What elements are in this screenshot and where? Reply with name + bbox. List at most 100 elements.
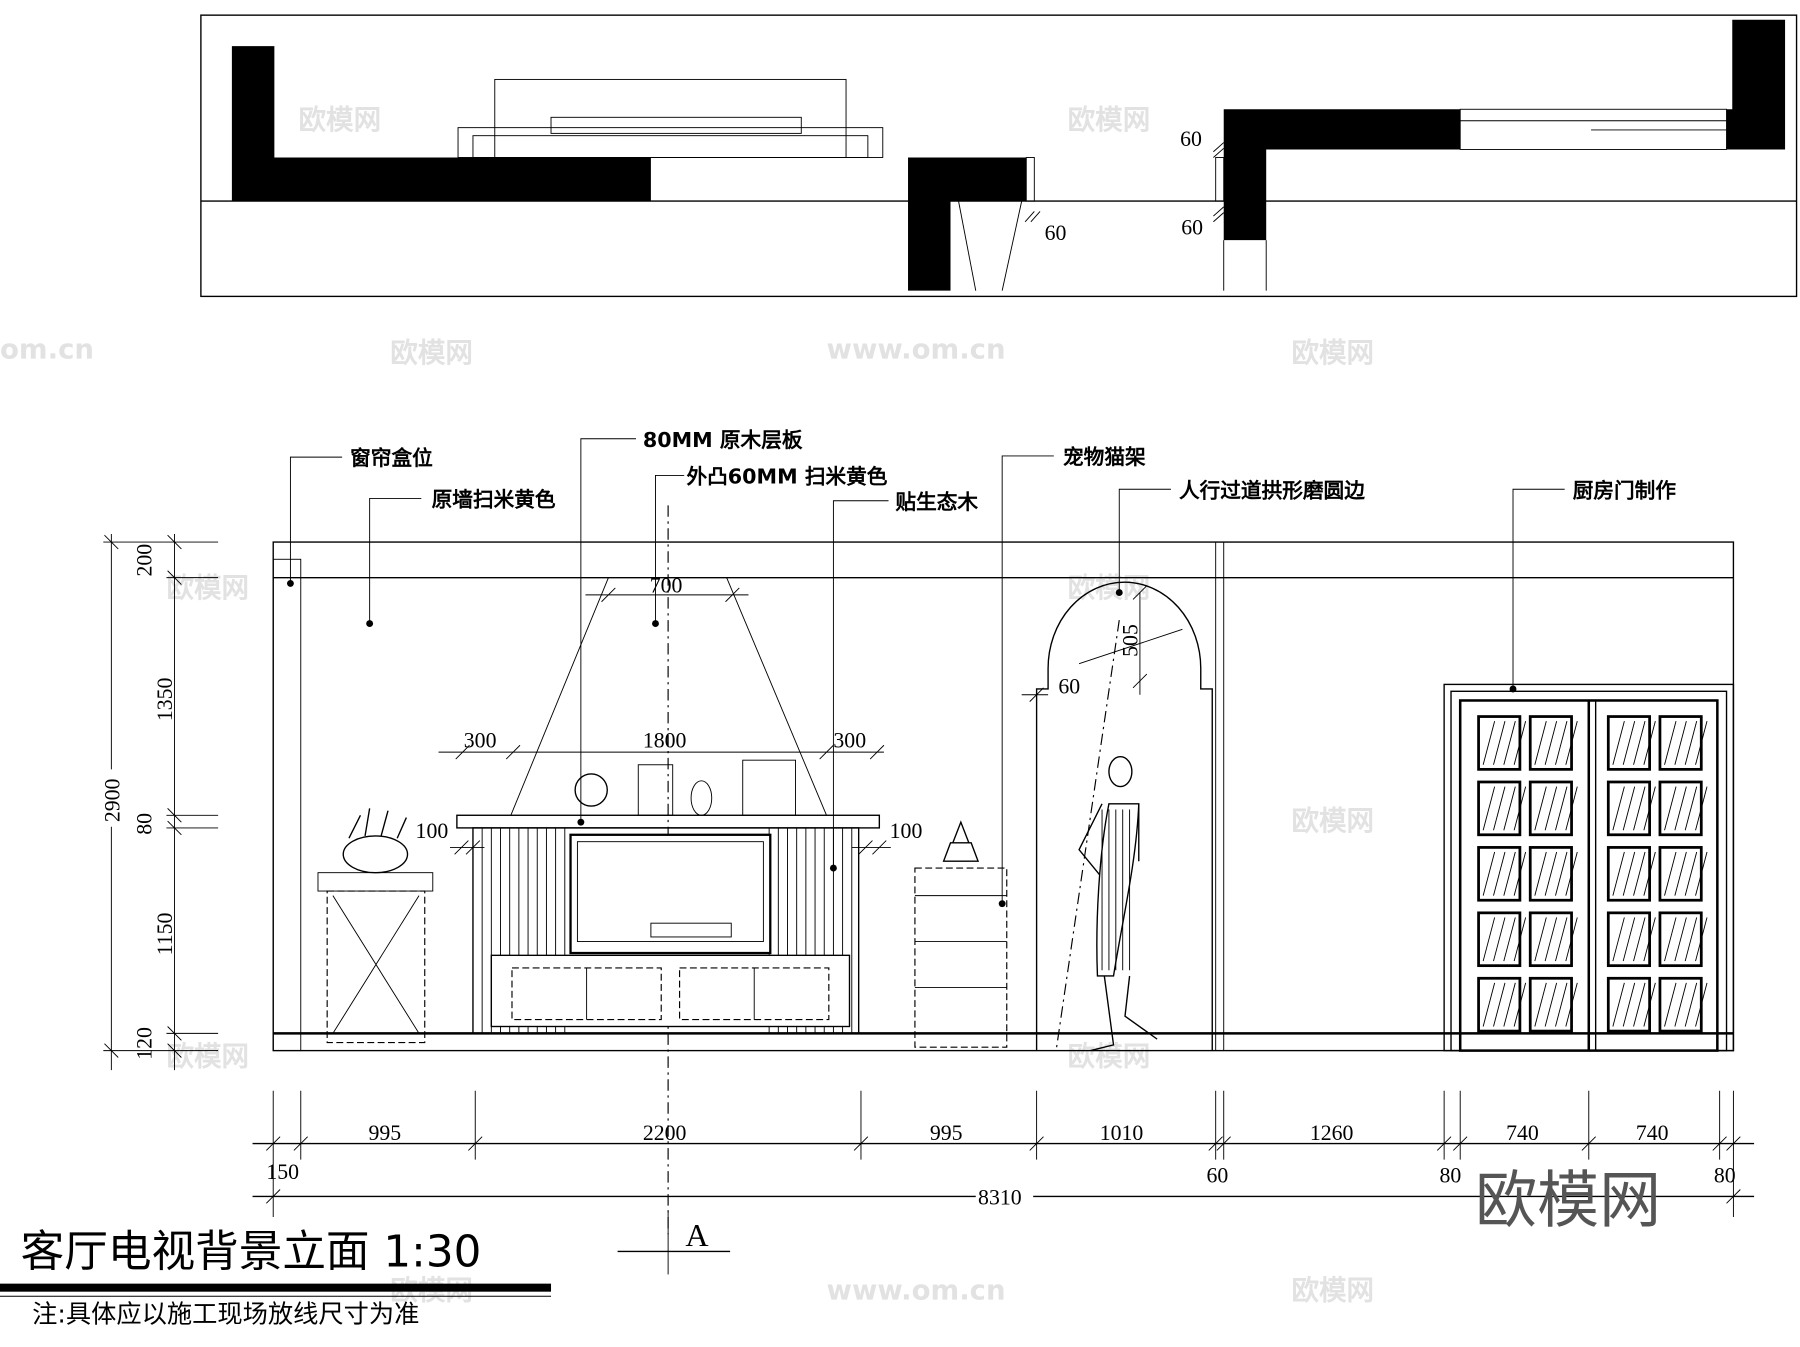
woman-figure (1078, 756, 1158, 1052)
glass-hatch (1493, 851, 1506, 896)
glass-hatch (1565, 851, 1578, 896)
door-panes (1477, 715, 1708, 1033)
glass-hatch (1664, 851, 1677, 896)
section-label: A (685, 1217, 708, 1253)
dim-1350: 1350 (153, 677, 177, 721)
glass-hatch (1544, 851, 1558, 896)
dim-700: 700 (650, 574, 683, 598)
glass-hatch (1503, 917, 1516, 962)
dim-100: 100 (416, 819, 449, 843)
glass-hatch (1565, 721, 1578, 765)
elevation-dimensions: 700 300 1800 300 100 100 505 60 (416, 574, 1148, 855)
glass-hatch (1664, 786, 1677, 831)
glass-hatch (1555, 851, 1568, 896)
glass-hatch (1503, 851, 1516, 896)
glass-hatch (1555, 786, 1568, 831)
glass-hatch (1684, 917, 1698, 962)
glass-hatch (1565, 982, 1578, 1027)
glass-hatch (1695, 721, 1708, 765)
dim-segment: 1010 (1100, 1121, 1144, 1145)
glass-hatch (1643, 721, 1656, 765)
svg-text:www.om.cn: www.om.cn (827, 333, 1006, 365)
label-eco-wood: 贴生态木 (895, 490, 978, 514)
glass-hatch (1695, 982, 1708, 1027)
dim-segment: 1260 (1310, 1121, 1354, 1145)
svg-text:欧模网: 欧模网 (298, 104, 381, 136)
glass-hatch (1684, 786, 1698, 831)
drawing-title: 客厅电视背景立面 1:30 (21, 1227, 482, 1277)
glass-hatch (1633, 786, 1646, 831)
glass-hatch (1643, 982, 1656, 1027)
dim-300: 300 (464, 729, 497, 753)
glass-hatch (1482, 851, 1496, 896)
annotations: 窗帘盒位 原墙扫米黄色 80MM 原木层板 外凸60MM 扫米黄色 贴生态木 宠… (286, 428, 1677, 908)
glass-hatch (1622, 917, 1636, 962)
label-curtain-box: 窗帘盒位 (350, 446, 433, 470)
glass-hatch (1674, 851, 1687, 896)
vertical-dimensions: 200 1350 80 1150 120 2900 (98, 534, 219, 1071)
svg-text:欧模网: 欧模网 (1291, 337, 1374, 369)
glass-hatch (1513, 917, 1527, 962)
arch-passage (1035, 581, 1213, 1051)
glass-hatch (1493, 982, 1506, 1027)
drawing-note: 注:具体应以施工现场放线尺寸为准 (32, 1300, 419, 1329)
glass-hatch (1534, 982, 1547, 1027)
glass-hatch (1513, 851, 1527, 896)
dim-2900: 2900 (100, 778, 124, 822)
glass-hatch (1664, 982, 1677, 1027)
tv (569, 833, 772, 955)
dim-small: 60 (1207, 1164, 1229, 1188)
dim-1800: 1800 (643, 729, 687, 753)
glass-hatch (1664, 721, 1677, 765)
glass-hatch (1633, 721, 1646, 765)
glass-hatch (1674, 982, 1687, 1027)
dim-60: 60 (1058, 675, 1080, 699)
dim-200: 200 (133, 544, 157, 577)
glass-hatch (1684, 721, 1698, 765)
glass-hatch (1612, 917, 1625, 962)
glass-hatch (1482, 917, 1496, 962)
glass-hatch (1633, 982, 1646, 1027)
dim-300: 300 (833, 729, 866, 753)
glass-hatch (1633, 851, 1646, 896)
svg-text:欧模网: 欧模网 (1291, 1275, 1374, 1307)
glass-hatch (1493, 721, 1506, 765)
label-kitchen-door: 厨房门制作 (1573, 478, 1677, 502)
glass-hatch (1544, 721, 1558, 765)
glass-hatch (1555, 721, 1568, 765)
door-glass-pane (1477, 715, 1522, 771)
glass-hatch (1664, 917, 1677, 962)
glass-hatch (1513, 721, 1527, 765)
kitchen-door (1443, 683, 1735, 1052)
dim-505: 505 (1119, 624, 1143, 657)
label-arch: 人行过道拱形磨圆边 (1179, 478, 1365, 502)
glass-hatch (1674, 721, 1687, 765)
glass-hatch (1622, 786, 1636, 831)
glass-hatch (1612, 786, 1625, 831)
svg-text:欧模网: 欧模网 (166, 572, 249, 604)
glass-hatch (1534, 721, 1547, 765)
dim-small: 80 (1440, 1164, 1462, 1188)
dim-100: 100 (890, 819, 923, 843)
glass-hatch (1622, 721, 1636, 765)
glass-hatch (1622, 851, 1636, 896)
plan-dim: 60 (1045, 221, 1067, 245)
glass-hatch (1513, 982, 1527, 1027)
dim-segment: 740 (1506, 1121, 1539, 1145)
glass-hatch (1643, 786, 1656, 831)
glass-hatch (1695, 917, 1708, 962)
svg-text:www.om.cn: www.om.cn (827, 1275, 1006, 1307)
dim-segment: 2200 (643, 1121, 687, 1145)
glass-hatch (1612, 982, 1625, 1027)
glass-hatch (1643, 851, 1656, 896)
glass-hatch (1534, 917, 1547, 962)
dim-small: 80 (1714, 1164, 1736, 1188)
floor-plan: 60 60 60 (200, 14, 1798, 298)
dim-1150: 1150 (153, 912, 177, 955)
label-cat-rack: 宠物猫架 (1063, 445, 1146, 469)
glass-hatch (1503, 982, 1516, 1027)
glass-hatch (1493, 786, 1506, 831)
tv-cabinet (490, 954, 851, 1028)
dim-120: 120 (133, 1027, 157, 1060)
label-protrude: 外凸60MM 扫米黄色 (686, 465, 887, 489)
